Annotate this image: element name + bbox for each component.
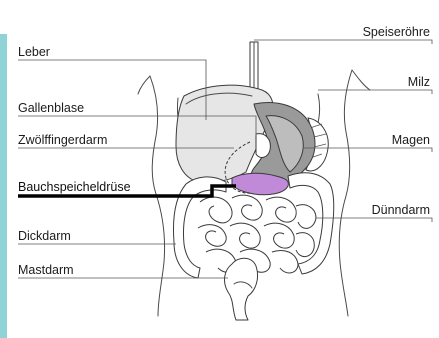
label-speiseroehre: Speiseröhre <box>363 25 430 39</box>
label-magen: Magen <box>392 133 430 147</box>
rectum <box>225 258 258 320</box>
label-dickdarm: Dickdarm <box>18 229 71 243</box>
label-duenndarm: Dünndarm <box>372 203 430 217</box>
label-milz: Milz <box>408 75 430 89</box>
label-zwoelffingerdarm: Zwölffingerdarm <box>18 133 107 147</box>
label-gallenblase: Gallenblase <box>18 101 84 115</box>
label-mastdarm: Mastdarm <box>18 263 74 277</box>
label-bauchspeicheldruese: Bauchspeicheldrüse <box>18 180 131 194</box>
label-leber: Leber <box>18 45 50 59</box>
small-intestine <box>198 195 316 273</box>
